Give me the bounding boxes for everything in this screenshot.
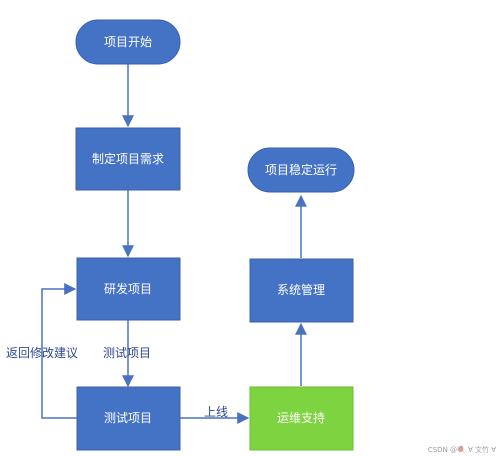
edge-label-feedback: 返回修改建议 [6, 345, 78, 360]
node-develop-label: 研发项目 [104, 281, 152, 296]
node-requirements-label: 制定项目需求 [92, 151, 164, 166]
edge-label-to-test: 测试项目 [103, 345, 151, 360]
node-stable: 项目稳定运行 [247, 147, 355, 193]
node-test-shape [76, 386, 181, 451]
arrow-test-feedback-to-develop [41, 283, 77, 419]
watermark: CSDN @🍭 ∀ 文竹 ∀ [428, 445, 496, 454]
node-stable-shape [247, 147, 355, 193]
edge-label-launch: 上线 [204, 405, 228, 419]
node-test: 测试项目 [76, 386, 181, 451]
node-test-label: 测试项目 [104, 410, 152, 425]
node-system-management-label: 系统管理 [277, 282, 325, 297]
node-develop: 研发项目 [76, 257, 181, 321]
node-operations-shape [249, 386, 354, 451]
node-develop-shape [76, 257, 181, 321]
node-system-management-shape [249, 258, 354, 323]
node-operations: 运维支持 [249, 386, 354, 451]
node-operations-label: 运维支持 [277, 410, 325, 425]
node-start: 项目开始 [75, 19, 181, 65]
node-start-label: 项目开始 [104, 35, 152, 49]
node-requirements: 制定项目需求 [75, 127, 181, 191]
node-system-management: 系统管理 [249, 258, 354, 323]
node-stable-label: 项目稳定运行 [265, 162, 337, 177]
node-start-shape [75, 19, 181, 65]
node-requirements-shape [75, 127, 181, 191]
